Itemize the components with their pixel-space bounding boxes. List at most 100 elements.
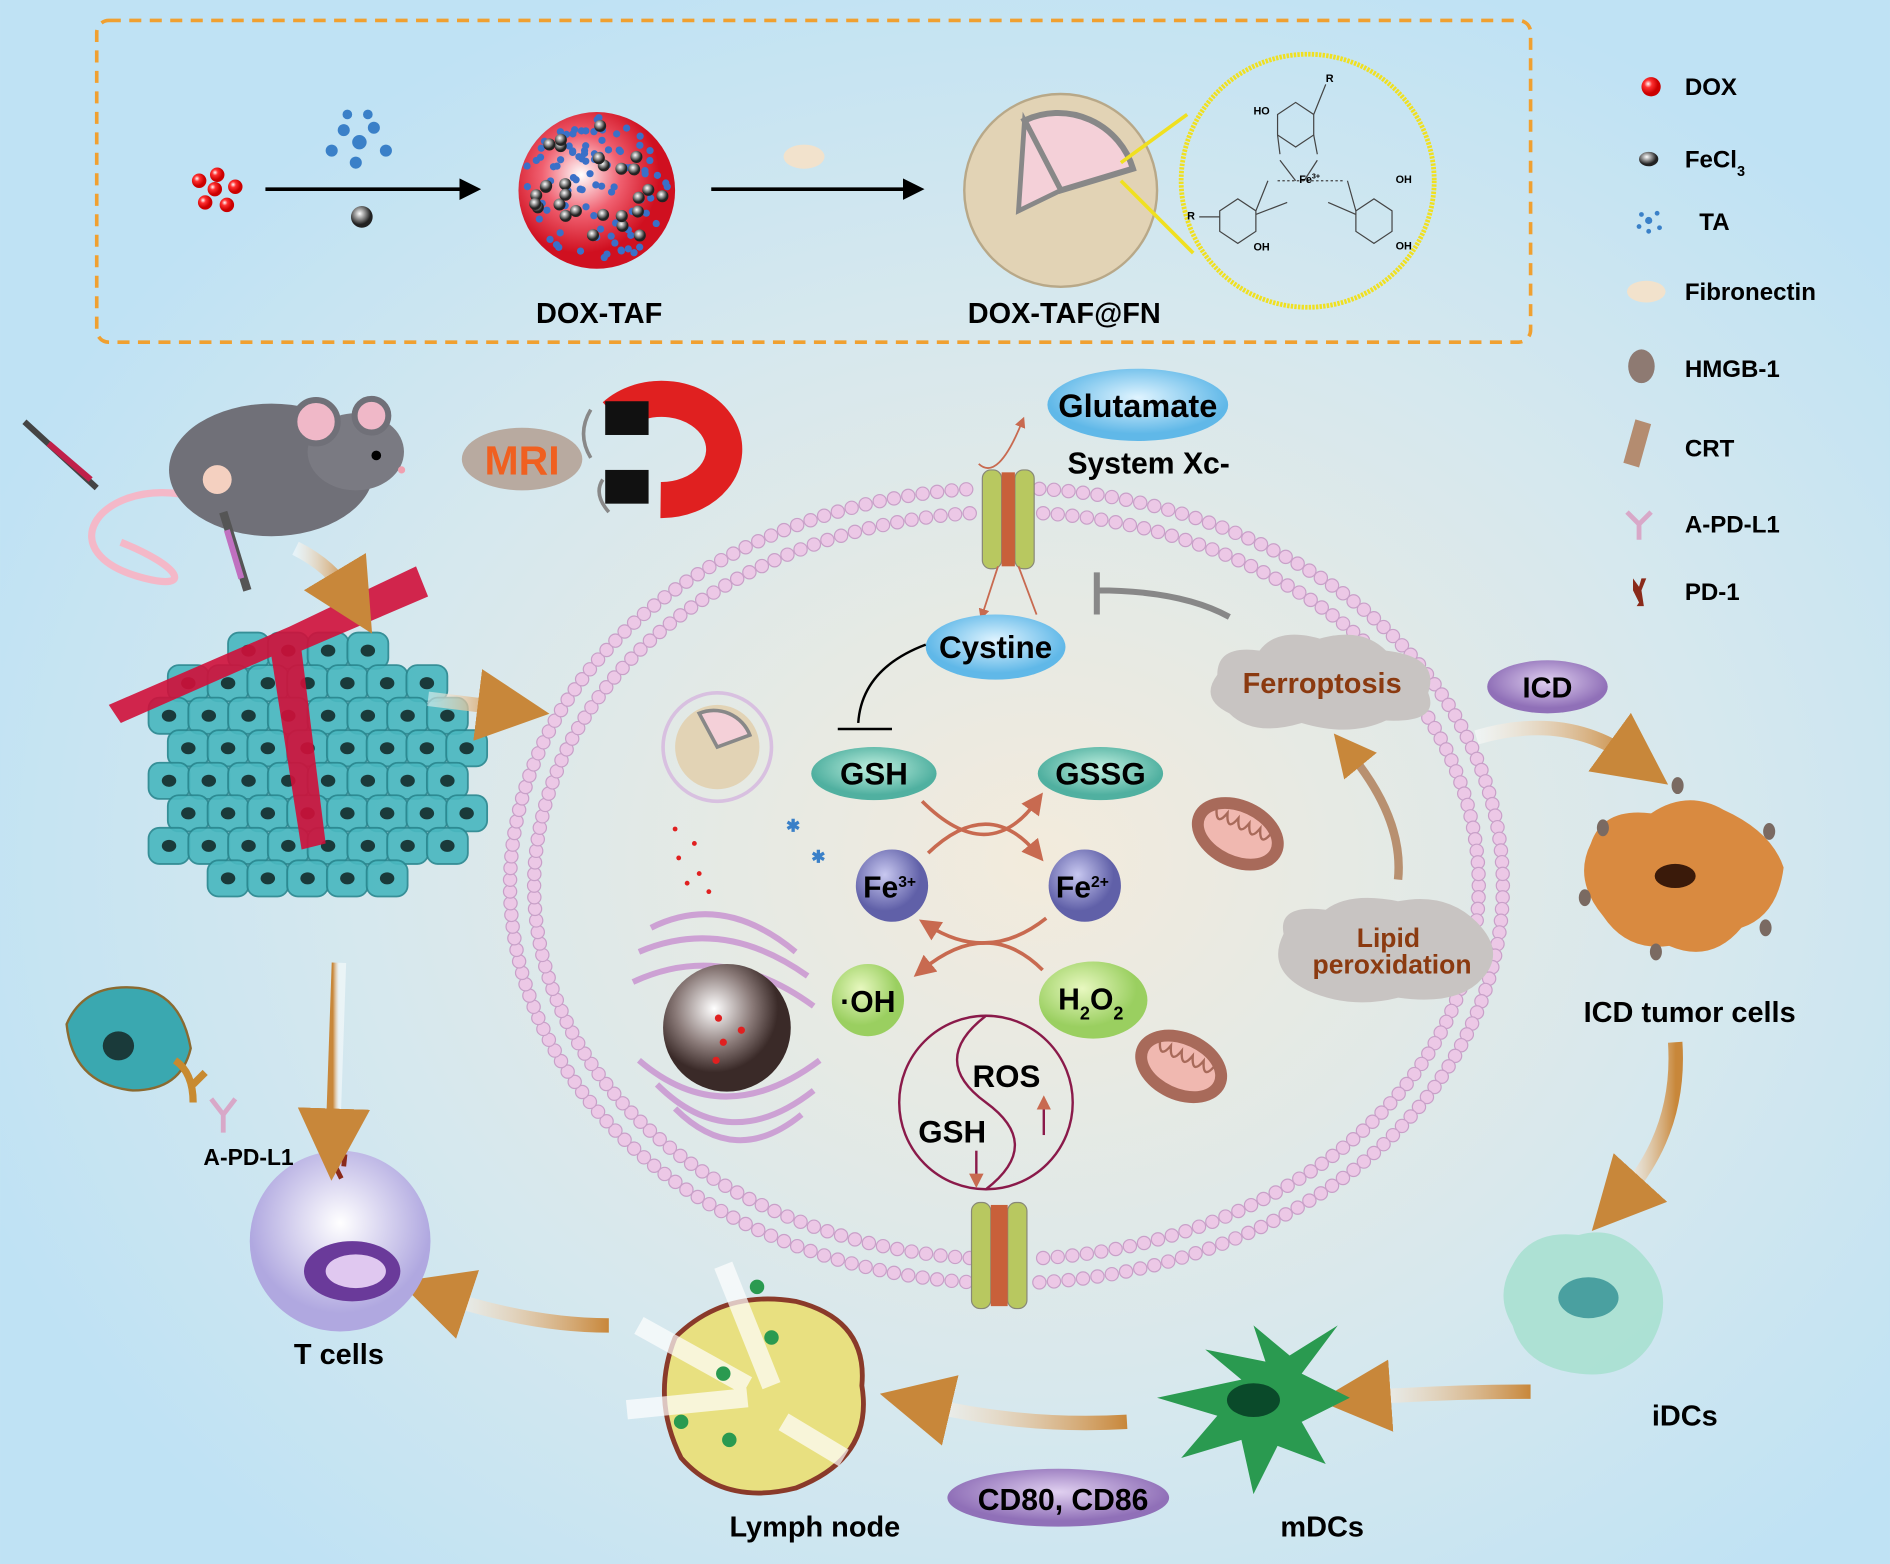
membrane-lipid [719, 1179, 732, 1192]
membrane-lipid [1123, 518, 1136, 531]
tumor-cell-nucleus [361, 775, 375, 787]
tumor-cell-nucleus [380, 872, 394, 884]
fe-dot [597, 209, 609, 221]
legend-pd1: PD-1 [1685, 579, 1740, 606]
ta-dot [592, 181, 599, 188]
gsh-label: GSH [840, 756, 908, 791]
tumor-cell-nucleus [321, 710, 335, 722]
membrane-lipid [715, 1204, 728, 1217]
ta-dot [623, 124, 630, 131]
membrane-lipid [727, 547, 740, 560]
ta-dot [603, 250, 610, 257]
ros-label: ROS [973, 1059, 1041, 1094]
membrane-lipid [804, 514, 817, 527]
membrane-lipid [1216, 1237, 1229, 1250]
ta-dot [546, 236, 553, 243]
tumor-cell-nucleus [261, 742, 275, 754]
lipid-peroxidation-cloud: Lipid peroxidation [1278, 898, 1493, 1002]
membrane-lipid [715, 554, 728, 567]
ta-dot [611, 183, 618, 190]
membrane-lipid [755, 559, 768, 572]
tumor-cell-nucleus [241, 840, 255, 852]
ta-dot [582, 158, 589, 165]
fe-dot [560, 210, 572, 222]
membrane-lipid [1137, 522, 1150, 535]
membrane-lipid [781, 1210, 794, 1223]
membrane-lipid [1281, 1179, 1294, 1192]
tumor-cell-nucleus [380, 677, 394, 689]
membrane-lipid [1189, 511, 1202, 524]
membrane-lipid [1229, 526, 1242, 539]
icd-label: ICD [1523, 673, 1573, 705]
ta-icon: ✱ [811, 848, 825, 867]
fe-dot [633, 192, 645, 204]
legend-ta: TA [1699, 209, 1729, 236]
tumor-cell-nucleus [459, 807, 473, 819]
membrane-lipid [707, 586, 720, 599]
fe-dot [628, 163, 640, 175]
tumor-cell-nucleus [300, 872, 314, 884]
membrane-lipid [1257, 1192, 1270, 1205]
ta-dot [646, 157, 653, 164]
membrane-lipid [1095, 513, 1108, 526]
ta-dot [555, 244, 562, 251]
membrane-lipid [831, 1253, 844, 1266]
membrane-lipid [949, 508, 962, 521]
fe-dot [570, 205, 582, 217]
cystine-badge: Cystine [926, 615, 1066, 680]
membrane-lipid [1148, 499, 1161, 512]
membrane-lipid [1179, 533, 1192, 546]
membrane-lipid [739, 541, 752, 554]
gsh-badge: GSH [811, 747, 936, 800]
membrane-lipid [1219, 548, 1232, 561]
nucleus [663, 964, 791, 1092]
membrane-lipid [1257, 566, 1270, 579]
cd80-cd86-badge: CD80, CD86 [947, 1469, 1169, 1527]
membrane-lipid [1232, 554, 1245, 567]
fe-dot [555, 134, 567, 146]
ta-dot [597, 225, 604, 232]
dox-taf-fn-endocytosed [663, 693, 771, 801]
membrane-lipid [945, 484, 958, 497]
ta-dot [536, 215, 543, 222]
tumor-cell-nucleus [420, 742, 434, 754]
membrane-lipid [1076, 1272, 1089, 1285]
membrane-lipid [1037, 507, 1050, 520]
membrane-lipid [1303, 564, 1316, 577]
membrane-lipid [1493, 926, 1506, 939]
ta-dot [570, 174, 577, 181]
membrane-lipid [703, 1198, 716, 1211]
membrane-lipid [1109, 516, 1122, 529]
tumor-cell-nucleus [361, 840, 375, 852]
tumor-cell-nucleus [459, 742, 473, 754]
chem-oh-label: OH [1396, 174, 1412, 186]
membrane-lipid [1047, 483, 1060, 496]
membrane-lipid [1269, 572, 1282, 585]
membrane-lipid [755, 1199, 768, 1212]
fe2-badge: Fe2+ [1049, 849, 1121, 921]
ta-dot [543, 207, 550, 214]
membrane-lipid [845, 1257, 858, 1270]
membrane-lipid [891, 516, 904, 529]
membrane-lipid [1037, 1251, 1050, 1264]
ta-dot [569, 149, 576, 156]
tumor-cell-nucleus [340, 872, 354, 884]
membrane-lipid [945, 1274, 958, 1287]
membrane-lipid [1137, 1236, 1150, 1249]
tumor-cell-nucleus [440, 710, 454, 722]
membrane-lipid [691, 568, 704, 581]
membrane-lipid [1314, 1187, 1327, 1200]
membrane-lipid [794, 1215, 807, 1228]
ta-dot [550, 163, 557, 170]
ta-dot [664, 183, 671, 190]
fe-dot [642, 184, 654, 196]
membrane-lipid [848, 525, 861, 538]
ta-dot [577, 247, 584, 254]
membrane-lipid [807, 1220, 820, 1233]
tumor-cell-nucleus [162, 775, 176, 787]
membrane-lipid [791, 1240, 804, 1253]
membrane-lipid [691, 1190, 704, 1203]
cd80-cd86-label: CD80, CD86 [978, 1484, 1149, 1517]
ta-dot [646, 147, 653, 154]
ta-dot [581, 147, 588, 154]
